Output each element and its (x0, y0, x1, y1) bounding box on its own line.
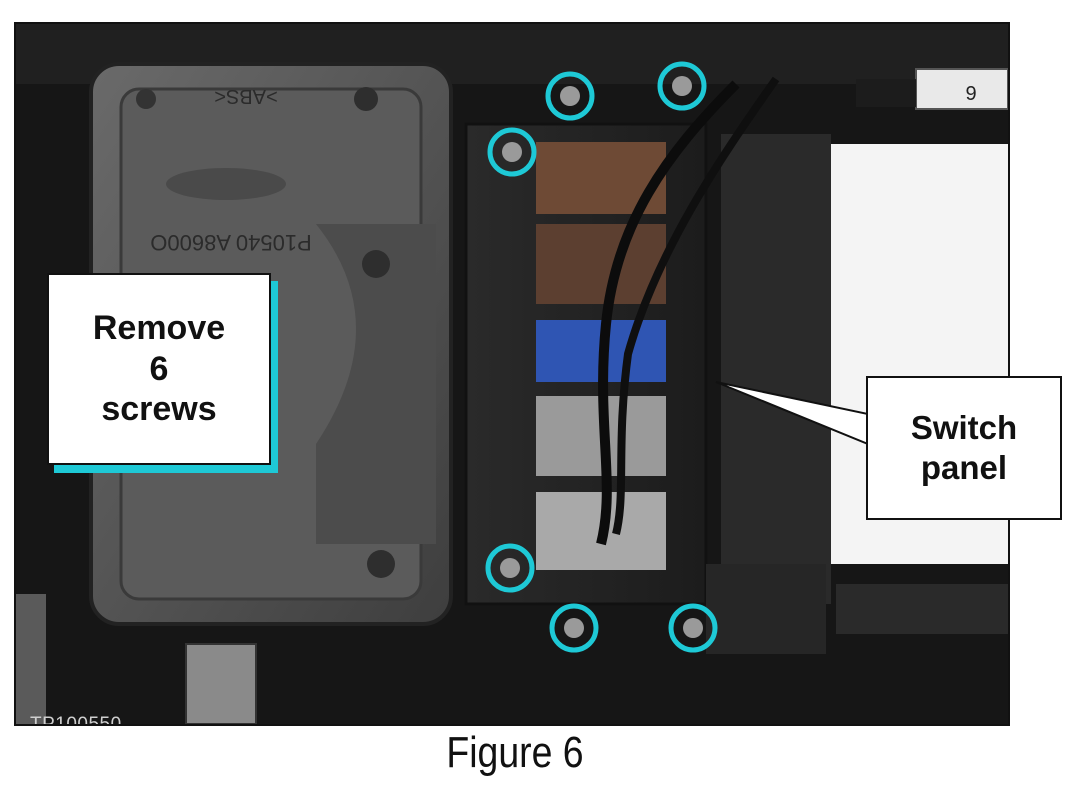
screw-2 (657, 61, 707, 111)
remove-callout-line-3: screws (101, 390, 217, 429)
screw-3 (487, 127, 537, 177)
remove-screws-callout: Remove 6 screws (47, 273, 271, 465)
module-text-1: >ABS< (214, 85, 277, 107)
switch-callout-line-2: panel (920, 449, 1008, 486)
photo-illustration: >ABS< P10540 A8600O 9 (16, 24, 1008, 724)
wire-connector: 9 (856, 68, 1008, 110)
photo-code: TP100550 (30, 714, 122, 726)
switch-panel (464, 76, 831, 654)
remove-callout-line-2: 6 (149, 349, 169, 388)
switch-callout-line-1: Switch (910, 409, 1018, 447)
connector-label: 9 (965, 83, 976, 105)
bottom-bracket (185, 643, 257, 724)
screw-1 (545, 71, 595, 121)
remove-callout-line-1: Remove (92, 308, 226, 347)
abs-module: >ABS< P10540 A8600O (89, 62, 453, 626)
screw-6 (668, 603, 718, 653)
screw-4 (485, 543, 535, 593)
photo: >ABS< P10540 A8600O 9 (14, 22, 1010, 726)
figure-caption: Figure 6 (446, 728, 584, 777)
switch-panel-callout: Switch panel (866, 376, 1062, 520)
screw-markers (485, 61, 718, 653)
module-text-2: P10540 A8600O (150, 230, 311, 255)
screw-5 (549, 603, 599, 653)
